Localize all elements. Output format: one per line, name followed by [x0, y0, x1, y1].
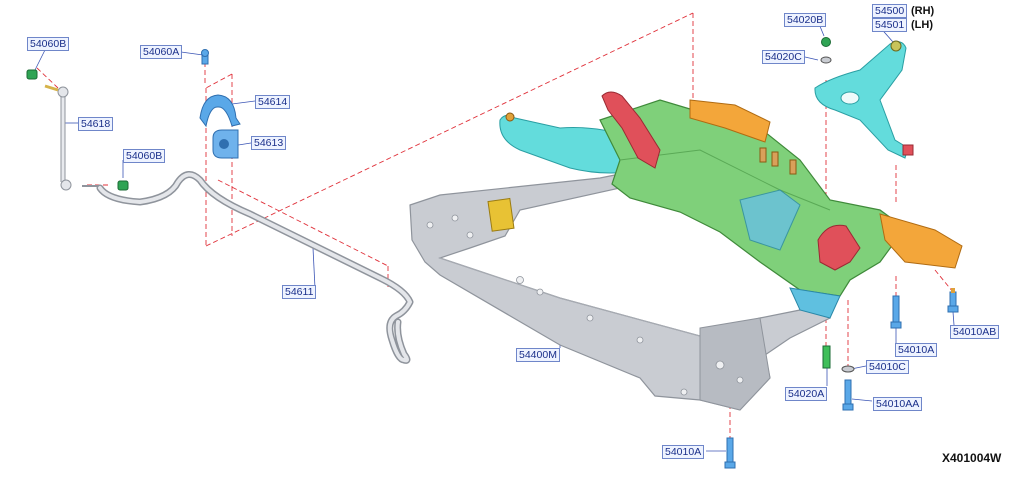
- callout-54020b[interactable]: 54020B: [784, 13, 827, 27]
- callout-54010aa[interactable]: 54010AA: [873, 397, 923, 411]
- illustration-code: X401004W: [942, 451, 1002, 465]
- bolt-54010AA: [842, 379, 854, 411]
- side-rh: (RH): [911, 5, 935, 17]
- callout-54010c[interactable]: 54010C: [866, 360, 909, 374]
- callout-54020a[interactable]: 54020A: [785, 387, 828, 401]
- engine-mount-right: [817, 224, 861, 271]
- callout-54060a[interactable]: 54060A: [140, 45, 183, 59]
- callout-54010ab[interactable]: 54010AB: [950, 325, 1000, 339]
- callout-54060b-mid[interactable]: 54060B: [123, 149, 166, 163]
- side-lh: (LH): [911, 19, 933, 31]
- bolt-54010A-right: [890, 295, 902, 329]
- callout-54613[interactable]: 54613: [251, 136, 287, 150]
- clamp-bolt: [201, 49, 209, 65]
- crossmember-brackets: [759, 147, 797, 175]
- callout-54611[interactable]: 54611: [282, 285, 317, 299]
- washer-54010C: [841, 365, 855, 373]
- rear-bracket-right: [879, 213, 963, 269]
- stabilizer-bushing: [212, 129, 239, 159]
- engine-mount-left: [601, 91, 661, 169]
- bolt-54010A-bottom: [724, 437, 736, 469]
- transverse-link: [814, 40, 914, 159]
- stabilizer-clamp: [199, 94, 241, 128]
- callout-54500[interactable]: 54500: [872, 4, 908, 18]
- bolt-54010AB: [947, 288, 959, 313]
- callout-54400m[interactable]: 54400M: [516, 348, 560, 362]
- callout-54501[interactable]: 54501: [872, 18, 908, 32]
- link-washer: [820, 56, 832, 64]
- callout-54010a-bottom[interactable]: 54010A: [662, 445, 705, 459]
- rear-bracket-left: [689, 99, 771, 143]
- link-nut-top: [26, 69, 38, 80]
- bolt-54020A: [822, 345, 831, 369]
- callout-54060b-top[interactable]: 54060B: [27, 37, 70, 51]
- callout-54618[interactable]: 54618: [78, 117, 114, 131]
- callout-54614[interactable]: 54614: [255, 95, 291, 109]
- callout-54010a-right[interactable]: 54010A: [895, 343, 938, 357]
- callout-54020c[interactable]: 54020C: [762, 50, 805, 64]
- link-nut-mid: [117, 180, 129, 191]
- stabilizer-bar: [96, 171, 414, 364]
- link-bolt: [821, 37, 831, 47]
- stabilizer-link: [44, 84, 100, 191]
